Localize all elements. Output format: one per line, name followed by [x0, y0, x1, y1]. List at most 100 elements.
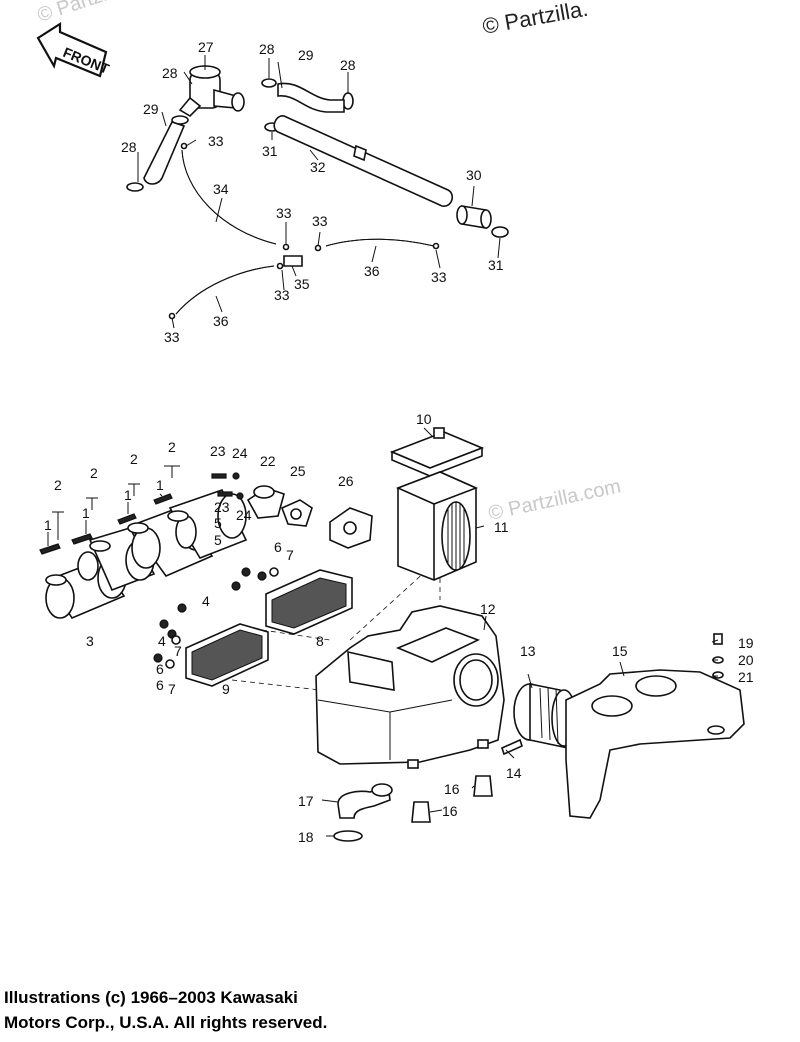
callout-6: 6	[274, 539, 282, 555]
plate-26	[329, 507, 373, 549]
callout-21: 21	[738, 669, 754, 685]
watermark-corner: © Partzilla.	[481, 0, 590, 39]
callout-20: 20	[738, 652, 754, 668]
callout-28: 28	[259, 41, 275, 57]
callout-29: 29	[143, 101, 159, 117]
upper-breather-assembly	[126, 55, 509, 329]
ring-18	[333, 830, 363, 842]
cap-16-a	[473, 775, 493, 797]
callout-33: 33	[208, 133, 224, 149]
clamp-2	[167, 510, 189, 522]
upper-callouts: 27 28 28 29 28 29 33 28 31 32 30 34 33 3…	[121, 39, 504, 345]
bolt-14	[501, 738, 523, 756]
front-arrow: FRONT	[36, 21, 112, 78]
callout-7: 7	[168, 681, 176, 697]
screw-23	[217, 491, 233, 497]
bolt-4	[177, 603, 187, 613]
hose-29-left	[143, 121, 186, 185]
callout-26: 26	[338, 473, 354, 489]
clamp-28-a	[261, 78, 277, 88]
callout-10: 10	[416, 411, 432, 427]
callout-33: 33	[431, 269, 447, 285]
washer-7	[171, 635, 181, 645]
bolt-6	[257, 571, 267, 581]
screw-23	[211, 473, 227, 479]
tube-34	[181, 149, 277, 245]
callout-1: 1	[44, 517, 52, 533]
bolt-6	[153, 653, 163, 663]
callout-23: 23	[210, 443, 226, 459]
clamp-28-c	[126, 182, 144, 192]
callout-18: 18	[298, 829, 314, 845]
callout-6: 6	[156, 661, 164, 677]
bolt-6	[159, 619, 169, 629]
cap-10	[389, 427, 485, 477]
clip-33	[314, 244, 322, 252]
clip-33	[180, 142, 188, 150]
bolt-19	[713, 633, 723, 645]
washer-7	[269, 567, 279, 577]
callout-4: 4	[202, 593, 210, 609]
washer-24	[232, 472, 240, 480]
clip-33	[432, 242, 440, 250]
callout-2: 2	[54, 477, 62, 493]
clamp-2	[127, 522, 149, 534]
air-cleaner-assembly	[39, 427, 745, 842]
callout-29: 29	[298, 47, 314, 63]
callout-6: 6	[156, 677, 164, 693]
screw-1	[39, 543, 61, 555]
callout-16: 16	[444, 781, 460, 797]
callout-1: 1	[156, 477, 164, 493]
callout-22: 22	[260, 453, 276, 469]
callout-31: 31	[488, 257, 504, 273]
filter-30	[456, 205, 492, 229]
callout-2: 2	[168, 439, 176, 455]
callout-2: 2	[130, 451, 138, 467]
joint-35	[283, 255, 303, 267]
callout-1: 1	[82, 505, 90, 521]
callout-36: 36	[364, 263, 380, 279]
callout-23: 23	[214, 499, 230, 515]
clip-33	[168, 312, 176, 320]
lower-callouts: 10 11 12 13 14 15 16 16 17 18 19 20 21 2…	[44, 411, 754, 845]
callout-15: 15	[612, 643, 628, 659]
callout-1: 1	[124, 487, 132, 503]
holder-5b	[168, 489, 248, 559]
callout-27: 27	[198, 39, 214, 55]
callout-19: 19	[738, 635, 754, 651]
callout-3: 3	[86, 633, 94, 649]
callout-16: 16	[442, 803, 458, 819]
callout-7: 7	[174, 643, 182, 659]
callout-11: 11	[494, 519, 509, 535]
callout-34: 34	[213, 181, 229, 197]
callout-7: 7	[286, 547, 294, 563]
screw-1	[153, 493, 173, 505]
callout-9: 9	[222, 681, 230, 697]
watermark-top: © Partzilla.com	[35, 0, 170, 27]
callout-28: 28	[121, 139, 137, 155]
hose-29-right	[277, 82, 345, 113]
callout-25: 25	[290, 463, 306, 479]
copyright-line-1: Illustrations (c) 1966–2003 Kawasaki	[4, 988, 298, 1007]
washer-7	[165, 659, 175, 669]
screw-1	[71, 533, 93, 545]
callout-33: 33	[274, 287, 290, 303]
callout-17: 17	[298, 793, 314, 809]
callout-33: 33	[312, 213, 328, 229]
plate-22	[246, 485, 285, 519]
cover-9	[185, 623, 269, 687]
callout-35: 35	[294, 276, 310, 292]
hose-32	[273, 115, 454, 207]
callout-30: 30	[466, 167, 482, 183]
clamp-2	[89, 540, 111, 552]
callout-28: 28	[162, 65, 178, 81]
callout-31: 31	[262, 143, 278, 159]
callout-4: 4	[158, 633, 166, 649]
screw-1	[117, 513, 137, 525]
callout-24: 24	[232, 445, 248, 461]
callout-14: 14	[506, 765, 522, 781]
watermark-mid: © Partzilla.com	[486, 475, 622, 525]
clip-33	[276, 262, 284, 270]
callout-5: 5	[214, 532, 222, 548]
